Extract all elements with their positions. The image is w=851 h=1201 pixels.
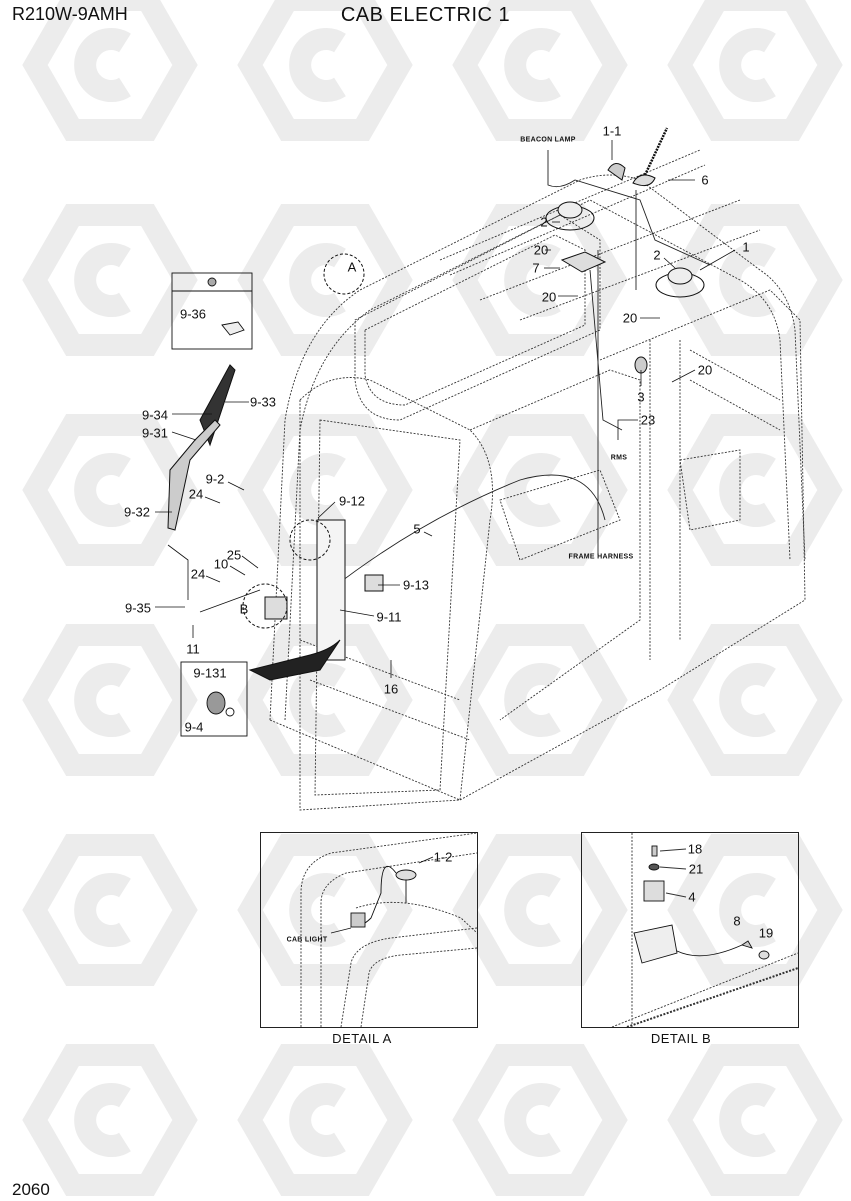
note-beacon-lamp: BEACON LAMP <box>520 136 576 144</box>
callout-19: 19 <box>758 925 774 941</box>
callout-21: 21 <box>688 861 704 877</box>
detail-b-drawing <box>611 833 799 1028</box>
watermark-logo <box>667 834 843 986</box>
callout-20: 20 <box>622 310 638 326</box>
callout-9-131: 9-131 <box>193 665 227 681</box>
page-title: CAB ELECTRIC 1 <box>340 4 511 26</box>
callout-18: 18 <box>687 841 703 857</box>
callout-9-12: 9-12 <box>338 493 366 509</box>
watermark-logo <box>22 834 198 986</box>
watermark-logo <box>22 624 198 776</box>
callout-9-2: 9-2 <box>205 471 225 487</box>
callout-1-1: 1-1 <box>602 123 622 139</box>
callout-9-4: 9-4 <box>184 719 204 735</box>
watermark-logo <box>452 624 628 776</box>
watermark-logo <box>237 204 413 356</box>
watermark-logo <box>237 414 413 566</box>
callout-24: 24 <box>190 566 206 582</box>
watermark-logo <box>237 0 413 141</box>
watermark-logo <box>22 0 198 141</box>
wire-harness <box>329 150 711 591</box>
watermark-logo <box>452 0 628 141</box>
model-number: R210W-9AMH <box>12 4 128 24</box>
callout-24: 24 <box>188 486 204 502</box>
watermark-logo <box>237 834 413 986</box>
watermark-logo <box>667 1044 843 1196</box>
watermark-logo <box>452 834 628 986</box>
callout-16: 16 <box>383 681 399 697</box>
callout-9-13: 9-13 <box>402 577 430 593</box>
detail-marker-a: A <box>347 259 357 275</box>
callout-11: 11 <box>186 641 200 657</box>
callout-9-32: 9-32 <box>123 504 151 520</box>
callout-10: 10 <box>213 556 229 572</box>
callout-20: 20 <box>697 362 713 378</box>
detail-a-box: 1-2 CAB LIGHT <box>260 832 478 1028</box>
detail-marker-b: B <box>239 601 249 617</box>
callout-9-36: 9-36 <box>179 306 207 322</box>
callout-2: 2 <box>540 214 548 230</box>
callout-6: 6 <box>701 172 709 188</box>
callout-4: 4 <box>688 889 696 905</box>
callout-1: 1 <box>742 239 750 255</box>
watermark-logo <box>452 414 628 566</box>
callout-1-2: 1-2 <box>433 849 453 865</box>
watermark-logo <box>22 414 198 566</box>
watermark-logo <box>667 0 843 141</box>
callout-8: 8 <box>733 913 741 929</box>
watermark-logo <box>452 1044 628 1196</box>
inset-boxes <box>171 272 253 737</box>
watermark-logo <box>22 204 198 356</box>
detail-b-caption: DETAIL B <box>650 1031 712 1046</box>
detail-a-drawing <box>300 832 478 1028</box>
callout-23: 23 <box>640 412 656 428</box>
callout-7: 7 <box>532 260 540 276</box>
note-frame-harness: FRAME HARNESS <box>568 553 634 561</box>
cab-frame <box>269 149 806 811</box>
watermark-logo <box>667 624 843 776</box>
detail-a-caption: DETAIL A <box>332 1031 392 1046</box>
parts <box>167 127 705 681</box>
callout-2: 2 <box>653 247 661 263</box>
watermark-logo <box>667 414 843 566</box>
watermark-logo <box>237 624 413 776</box>
callout-5: 5 <box>413 521 421 537</box>
callout-9-33: 9-33 <box>249 394 277 410</box>
note-rms: RMS <box>610 454 628 462</box>
callout-9-35: 9-35 <box>124 600 152 616</box>
page-number: 2060 <box>12 1180 50 1199</box>
callout-3: 3 <box>637 389 645 405</box>
callout-9-31: 9-31 <box>141 425 169 441</box>
watermark-logo <box>237 1044 413 1196</box>
leader-lines <box>155 140 736 678</box>
callout-25: 25 <box>226 547 242 563</box>
callout-9-11: 9-11 <box>376 609 402 625</box>
callout-20: 20 <box>541 289 557 305</box>
detail-b-box: 18 21 4 8 19 <box>581 832 799 1028</box>
callout-9-34: 9-34 <box>141 407 169 423</box>
watermark-logo <box>22 1044 198 1196</box>
note-cab-light: CAB LIGHT <box>286 936 328 944</box>
callout-20: 20 <box>533 242 549 258</box>
